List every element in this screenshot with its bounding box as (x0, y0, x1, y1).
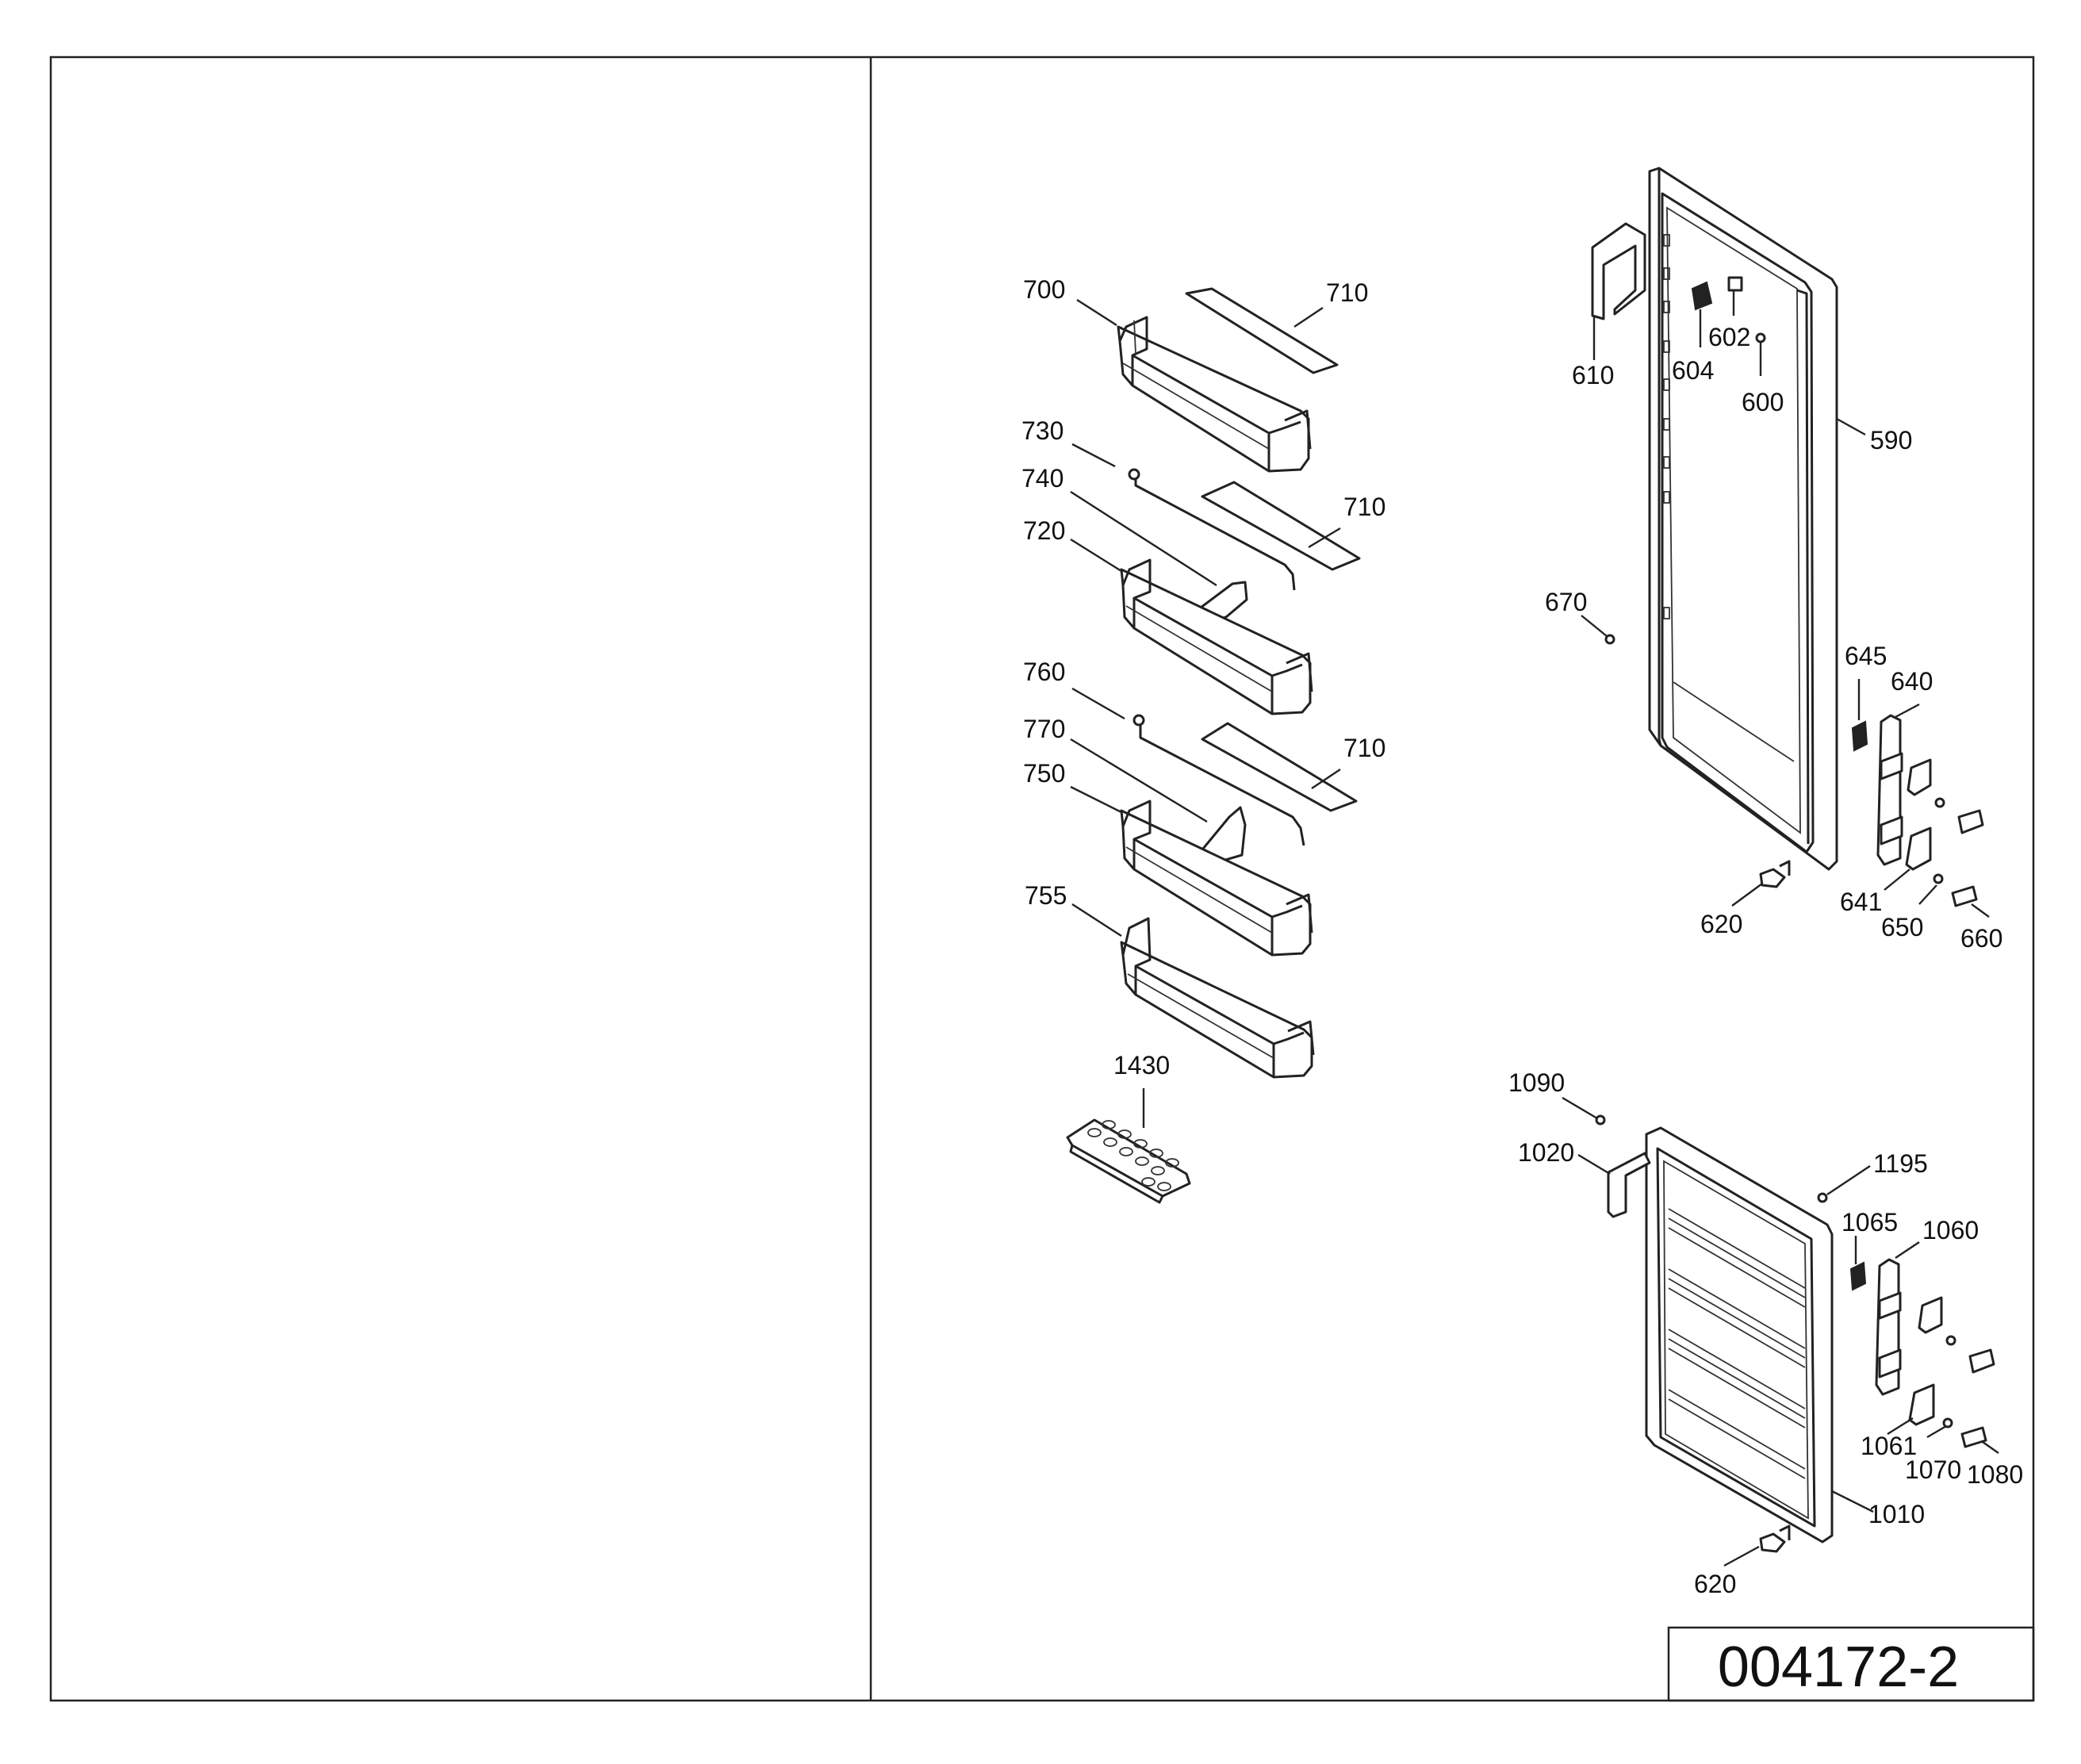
shelf-plate-710-a (1185, 287, 1339, 374)
screw-1070 (1942, 1417, 1953, 1428)
lower-door-1010 (1645, 1126, 1834, 1544)
door-handle-610 (1591, 222, 1646, 320)
callout-755: 755 (1025, 881, 1067, 910)
callout-1070: 1070 (1905, 1455, 1961, 1484)
screw-650-upper (1934, 797, 1945, 808)
callout-710: 710 (1343, 734, 1385, 762)
callout-1090: 1090 (1508, 1068, 1565, 1097)
callout-604: 604 (1672, 356, 1714, 385)
callout-590: 590 (1870, 426, 1912, 454)
plug-1195 (1817, 1192, 1828, 1203)
hinge-1061 (1908, 1383, 1935, 1426)
egg-tray-1430 (1066, 1118, 1191, 1204)
callout-641: 641 (1840, 888, 1882, 916)
callout-700: 700 (1023, 275, 1065, 304)
hinge-bracket-lower (1918, 1296, 1943, 1334)
callout-710: 710 (1326, 278, 1368, 307)
door-shelf-720 (1120, 558, 1313, 715)
callout-1060: 1060 (1922, 1216, 1979, 1244)
cover-1080 (1960, 1426, 1987, 1448)
screw-1090 (1595, 1114, 1606, 1126)
door-shelf-750 (1120, 800, 1313, 957)
hinge-641 (1905, 826, 1932, 871)
plug-670 (1604, 634, 1615, 645)
door-shelf-700 (1117, 316, 1312, 473)
cover-1080-upper (1968, 1348, 1995, 1374)
retaining-rod-760 (1132, 714, 1305, 846)
callout-650: 650 (1881, 913, 1923, 941)
door-shelf-755 (1120, 917, 1315, 1079)
drawing-frame (49, 56, 2035, 1702)
callout-760: 760 (1023, 658, 1065, 686)
cover-660-upper (1957, 809, 1984, 834)
callout-600: 600 (1742, 388, 1784, 416)
callout-770: 770 (1023, 715, 1065, 743)
hinge-bracket-upper (1907, 758, 1932, 796)
hinge-640 (1876, 714, 1903, 866)
drawing-code: 004172-2 (1718, 1636, 1959, 1699)
callout-620: 620 (1700, 910, 1742, 938)
clip-602 (1727, 276, 1743, 292)
callout-730: 730 (1021, 416, 1063, 445)
callout-1065: 1065 (1841, 1208, 1898, 1237)
hinge-pin-620-lower (1759, 1524, 1791, 1553)
callout-660: 660 (1960, 924, 2002, 953)
door-handle-1020 (1607, 1152, 1651, 1218)
callout-720: 720 (1023, 516, 1065, 545)
callout-750: 750 (1023, 759, 1065, 788)
callout-1430: 1430 (1113, 1051, 1170, 1079)
hinge-1060 (1875, 1258, 1902, 1396)
shelf-plate-710-c (1201, 722, 1358, 812)
callout-645: 645 (1845, 642, 1887, 670)
callout-740: 740 (1021, 464, 1063, 493)
callout-1195: 1195 (1873, 1149, 1928, 1178)
callout-labels: 700 710 730 740 710 720 760 770 710 750 … (1021, 275, 2023, 1598)
screw-650 (1933, 873, 1944, 884)
switch-604 (1691, 281, 1713, 311)
callout-640: 640 (1891, 667, 1933, 696)
hinge-pin-620-upper (1759, 860, 1791, 888)
callout-602: 602 (1708, 323, 1750, 351)
screw-600 (1755, 332, 1766, 343)
callout-610: 610 (1572, 361, 1614, 389)
cap-1065 (1849, 1261, 1867, 1291)
callout-1080: 1080 (1967, 1460, 2023, 1489)
cap-645 (1851, 720, 1868, 752)
callout-1020: 1020 (1518, 1138, 1574, 1167)
retaining-rod-730 (1128, 468, 1296, 591)
callout-1010: 1010 (1868, 1500, 1925, 1528)
leader-lines (1070, 290, 1999, 1567)
callout-710: 710 (1343, 493, 1385, 521)
callout-620: 620 (1694, 1570, 1736, 1598)
callout-670: 670 (1545, 588, 1587, 616)
screw-1070-upper (1945, 1335, 1956, 1346)
callout-1061: 1061 (1861, 1432, 1917, 1460)
upper-door-590 (1648, 167, 1838, 871)
shelf-plate-710-b (1201, 481, 1361, 571)
cover-660 (1951, 885, 1978, 907)
